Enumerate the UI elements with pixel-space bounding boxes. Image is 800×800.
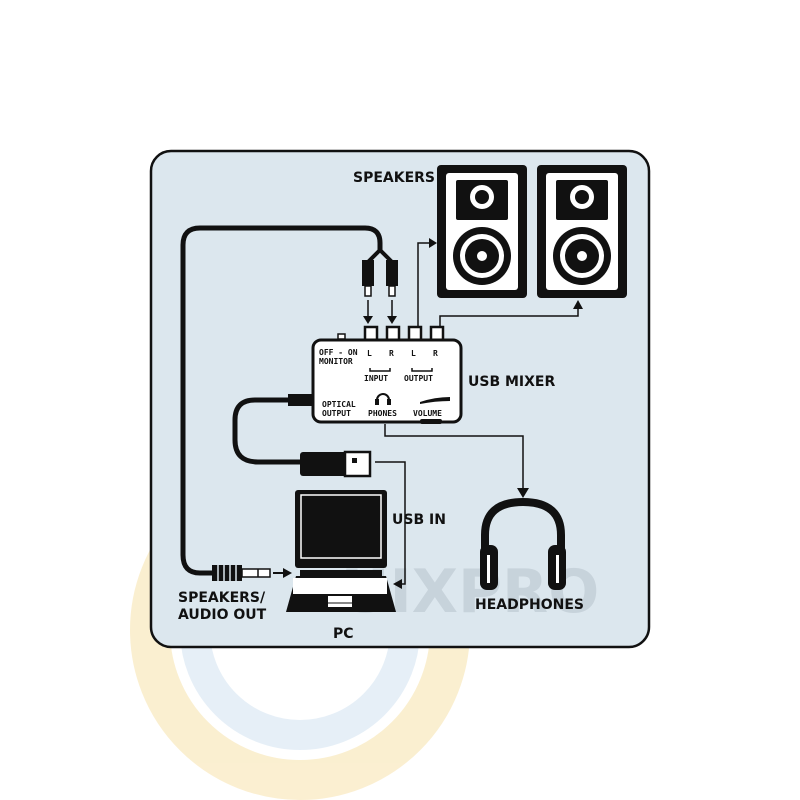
audio-jack-icon <box>212 565 271 581</box>
rca-plugs-icon <box>362 248 398 297</box>
headphones-icon <box>480 497 566 590</box>
usb-in-label: USB IN <box>392 512 446 528</box>
usb-cable <box>232 397 302 465</box>
laptop-pc-icon <box>286 490 396 612</box>
monitor-switch-label: OFF - ON <box>319 348 358 357</box>
output-to-speakers-arrows <box>417 242 579 327</box>
audio-cable <box>180 225 383 576</box>
headphones-label: HEADPHONES <box>475 597 584 613</box>
output-label: OUTPUT <box>404 374 433 383</box>
volume-label: VOLUME <box>413 409 442 418</box>
output-r-label: R <box>433 349 438 358</box>
input-r-label: R <box>389 349 394 358</box>
optical-output-label: OPTICAL <box>322 400 356 409</box>
audio-out-label: SPEAKERS/ <box>178 590 266 606</box>
input-label: INPUT <box>364 374 388 383</box>
input-l-label: L <box>367 349 372 358</box>
usb-plug-icon <box>300 450 372 478</box>
phones-label: PHONES <box>368 409 397 418</box>
monitor-switch-label-2: MONITOR <box>319 357 353 366</box>
pc-label: PC <box>333 626 354 642</box>
speaker-right-icon <box>537 165 627 298</box>
usb-mixer-icon <box>311 325 463 424</box>
speakers-label: SPEAKERS <box>353 170 435 186</box>
audio-out-label-2: AUDIO OUT <box>178 607 267 623</box>
usb-mixer-label: USB MIXER <box>468 374 555 390</box>
output-l-label: L <box>411 349 416 358</box>
optical-output-label-2: OUTPUT <box>322 409 351 418</box>
speaker-left-icon <box>437 165 527 298</box>
